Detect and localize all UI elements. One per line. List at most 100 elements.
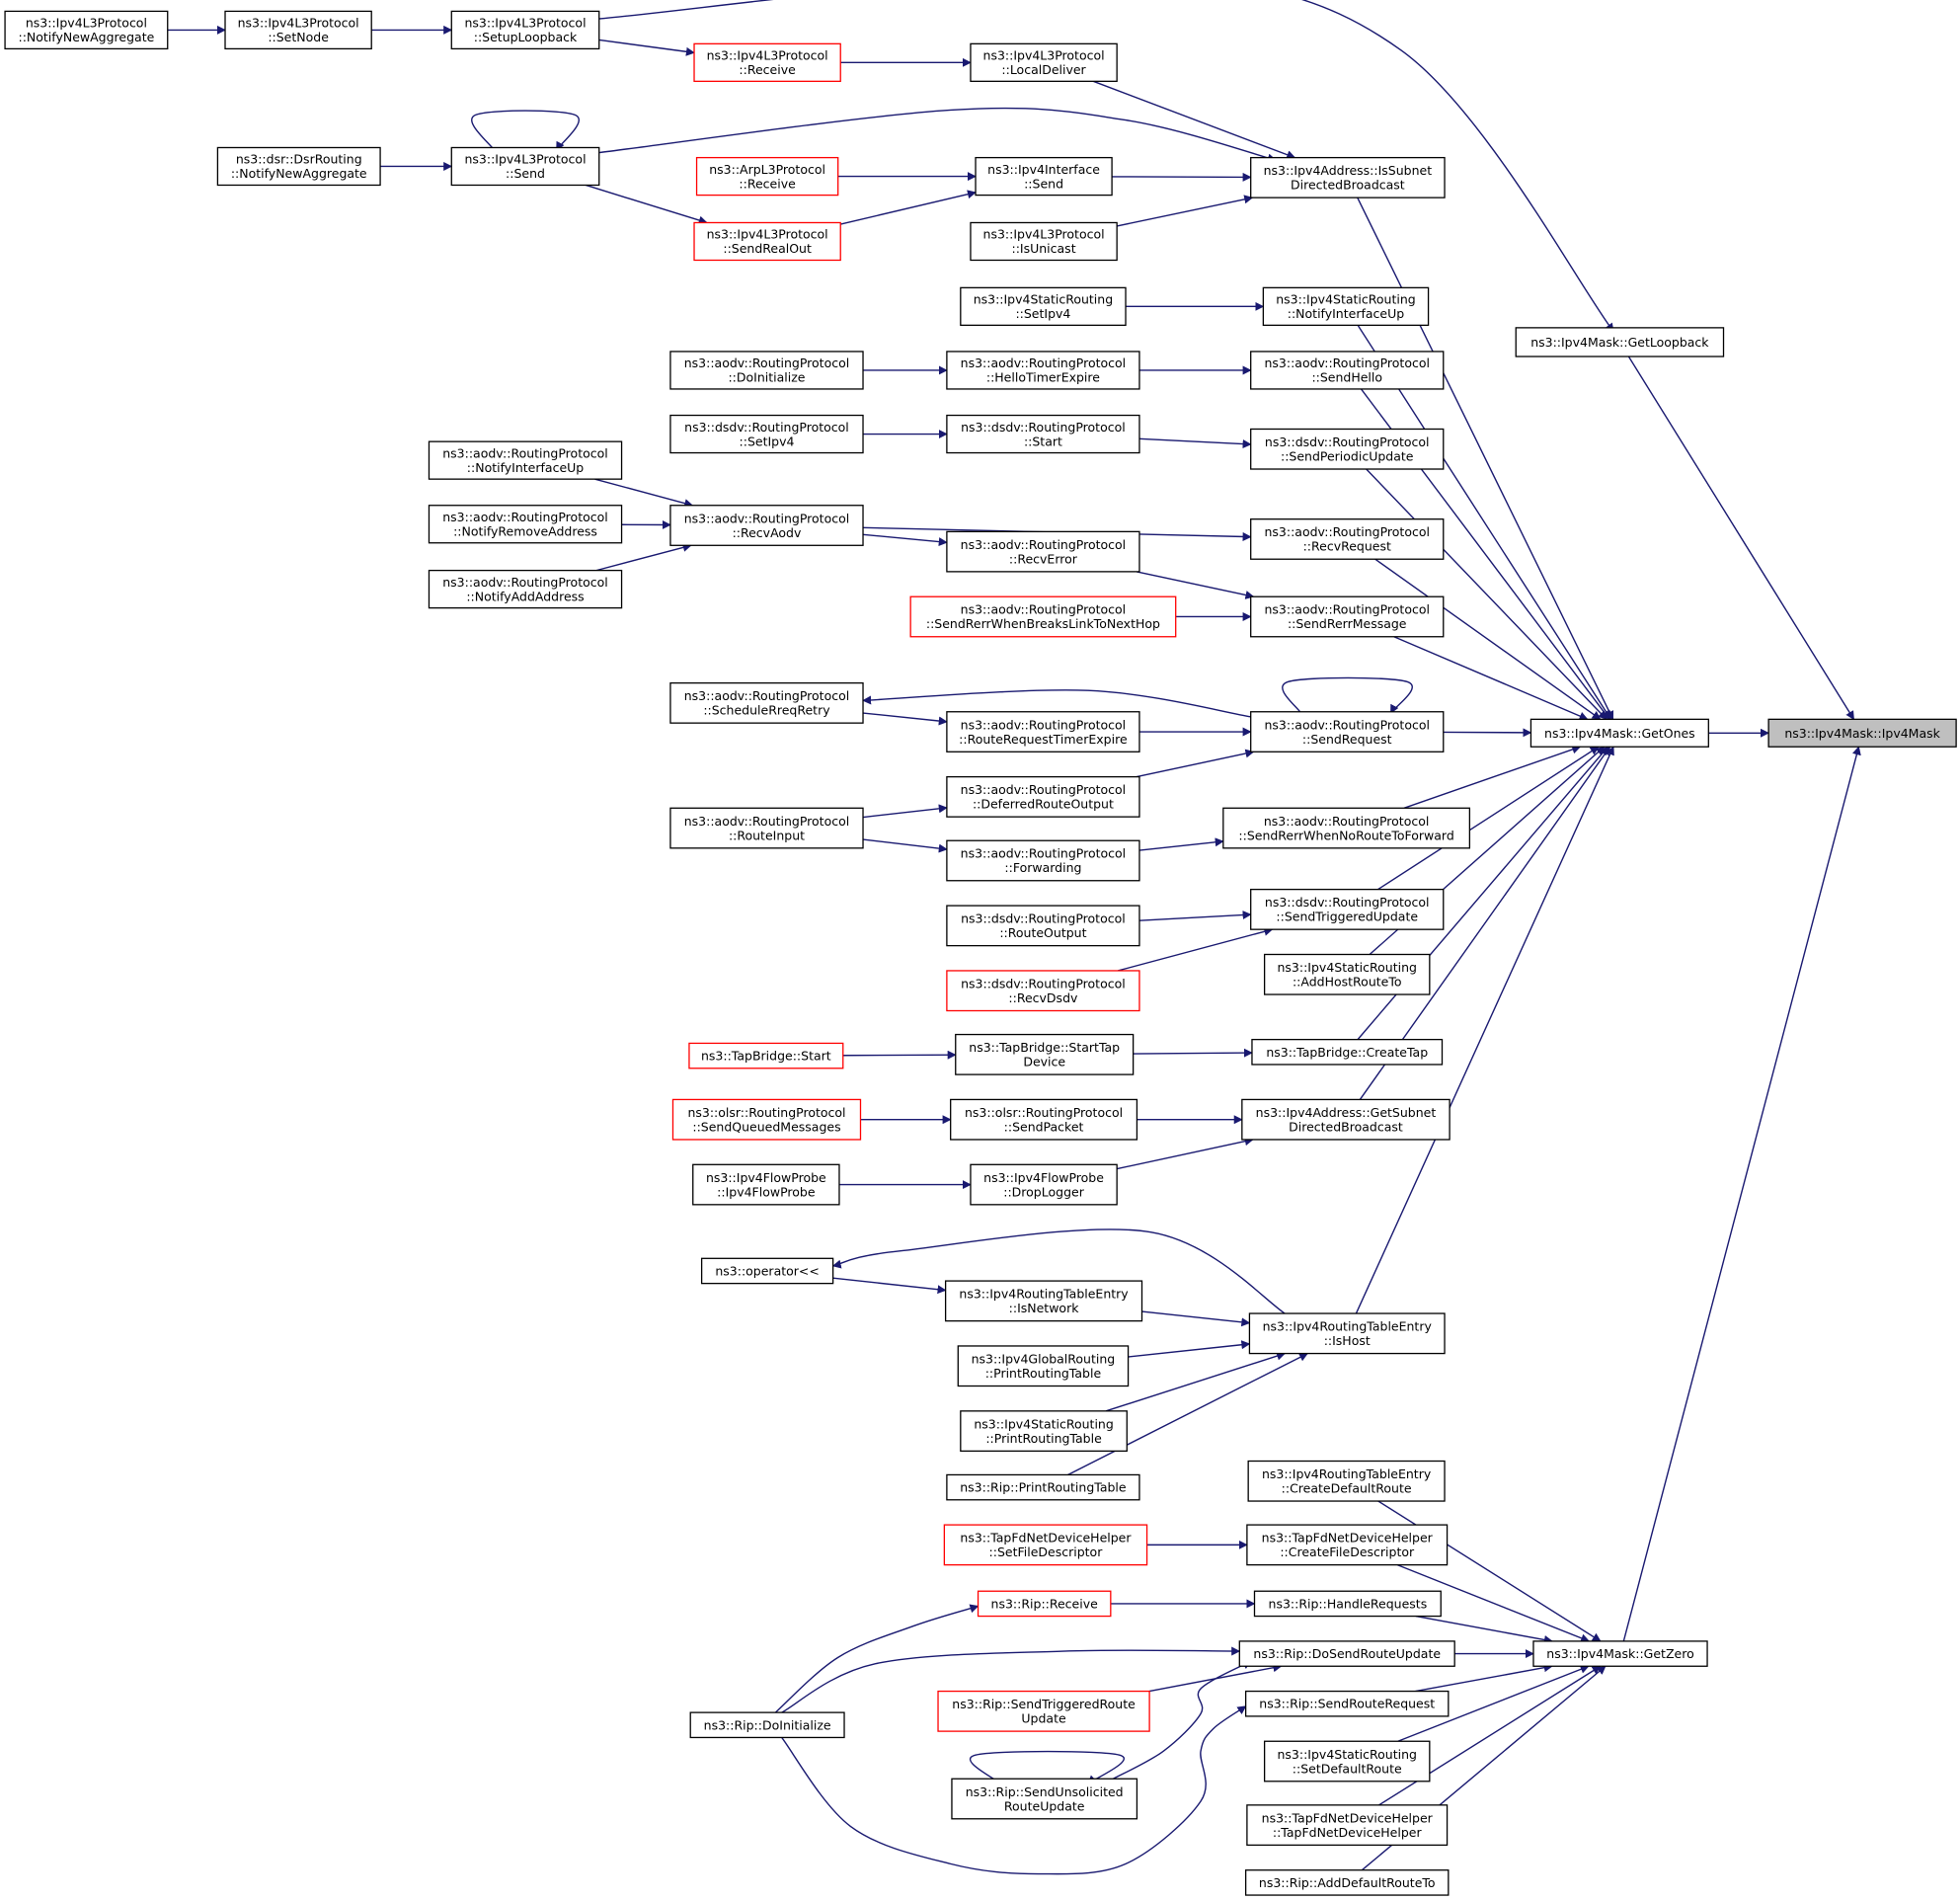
node-l3_localdeliver[interactable]: ns3::Ipv4L3Protocol::LocalDeliver	[970, 42, 1118, 82]
node-aodv_doinit[interactable]: ns3::aodv::RoutingProtocol::DoInitialize	[669, 351, 864, 390]
node-mask_ctor[interactable]: ns3::Ipv4Mask::Ipv4Mask	[1767, 718, 1957, 748]
node-rte_createdefault[interactable]: ns3::Ipv4RoutingTableEntry::CreateDefaul…	[1247, 1460, 1446, 1502]
node-flow_probe[interactable]: ns3::Ipv4FlowProbe::Ipv4FlowProbe	[692, 1163, 840, 1206]
node-addr_getsubnet[interactable]: ns3::Ipv4Address::GetSubnetDirectedBroad…	[1241, 1098, 1450, 1141]
node-l3_setuploop[interactable]: ns3::Ipv4L3Protocol::SetupLoopback	[450, 10, 600, 50]
node-aodv_hellotimer[interactable]: ns3::aodv::RoutingProtocol::HelloTimerEx…	[946, 351, 1140, 390]
node-rte_isnetwork[interactable]: ns3::Ipv4RoutingTableEntry::IsNetwork	[944, 1280, 1143, 1322]
edge-line	[1366, 468, 1607, 721]
node-label: ns3::Ipv4L3Protocol	[464, 16, 586, 31]
node-static_addhost[interactable]: ns3::Ipv4StaticRouting::AddHostRouteTo	[1263, 953, 1431, 995]
node-static_notifyifup[interactable]: ns3::Ipv4StaticRouting::NotifyInterfaceU…	[1262, 286, 1430, 326]
edge-line	[781, 1705, 1247, 1875]
node-op_stream[interactable]: ns3::operator<<	[700, 1257, 834, 1285]
node-rip_doinit[interactable]: ns3::Rip::DoInitialize	[689, 1711, 845, 1739]
node-dsdv_routeoutput[interactable]: ns3::dsdv::RoutingProtocol::RouteOutput	[946, 905, 1140, 947]
edge-line	[1627, 356, 1855, 721]
node-dsdv_setipv4[interactable]: ns3::dsdv::RoutingProtocol::SetIpv4	[669, 414, 864, 454]
edge-rip_handlereq-to-mask_getzero	[1415, 1615, 1553, 1644]
node-label: ns3::aodv::RoutingProtocol	[1264, 356, 1430, 370]
node-l3_isunicast[interactable]: ns3::Ipv4L3Protocol::IsUnicast	[970, 221, 1118, 262]
node-l3_receive[interactable]: ns3::Ipv4L3Protocol::Receive	[693, 42, 841, 82]
edge-aodv_notifyifup-to-aodv_recvaodv	[594, 478, 694, 508]
edge-line	[969, 1750, 1125, 1784]
node-dsdv_sendtriggered[interactable]: ns3::dsdv::RoutingProtocol::SendTriggere…	[1250, 888, 1445, 930]
node-box	[909, 595, 1177, 638]
node-aodv_notifyremove[interactable]: ns3::aodv::RoutingProtocol::NotifyRemove…	[428, 505, 623, 544]
node-box	[428, 569, 623, 609]
node-olsr_sendqueued[interactable]: ns3::olsr::RoutingProtocol::SendQueuedMe…	[671, 1098, 862, 1141]
node-aodv_sendrequest[interactable]: ns3::aodv::RoutingProtocol::SendRequest	[1250, 711, 1445, 752]
node-tapfd_createfd[interactable]: ns3::TapFdNetDeviceHelper::CreateFileDes…	[1246, 1524, 1449, 1566]
node-label: ::RouteOutput	[999, 925, 1086, 940]
node-rip_printrt[interactable]: ns3::Rip::PrintRoutingTable	[946, 1473, 1140, 1501]
node-aodv_recverror[interactable]: ns3::aodv::RoutingProtocol::RecvError	[946, 530, 1140, 573]
node-aodv_recvaodv[interactable]: ns3::aodv::RoutingProtocol::RecvAodv	[669, 505, 864, 546]
node-aodv_deferred[interactable]: ns3::aodv::RoutingProtocol::DeferredRout…	[946, 775, 1140, 818]
node-box	[950, 1098, 1138, 1141]
node-static_setdefault[interactable]: ns3::Ipv4StaticRouting::SetDefaultRoute	[1263, 1740, 1431, 1782]
node-mask_getones[interactable]: ns3::Ipv4Mask::GetOnes	[1529, 718, 1709, 748]
node-box	[946, 775, 1140, 818]
node-rip_sendroutereq[interactable]: ns3::Rip::SendRouteRequest	[1244, 1690, 1450, 1717]
node-dsdv_recvdsdv[interactable]: ns3::dsdv::RoutingProtocol::RecvDsdv	[946, 970, 1140, 1012]
edge-line	[1112, 172, 1252, 182]
node-dsdv_start[interactable]: ns3::dsdv::RoutingProtocol::Start	[946, 414, 1140, 454]
node-static_printrt[interactable]: ns3::Ipv4StaticRouting::PrintRoutingTabl…	[960, 1410, 1128, 1453]
node-aodv_routeinput[interactable]: ns3::aodv::RoutingProtocol::RouteInput	[669, 807, 864, 849]
node-if_send[interactable]: ns3::Ipv4Interface::Send	[975, 156, 1113, 197]
node-rip_adddefault[interactable]: ns3::Rip::AddDefaultRouteTo	[1244, 1869, 1450, 1896]
node-dsr_notifyagg[interactable]: ns3::dsr::DsrRouting::NotifyNewAggregate	[216, 146, 381, 187]
node-tapfd_ctor[interactable]: ns3::TapFdNetDeviceHelper::TapFdNetDevic…	[1246, 1804, 1449, 1847]
node-mask_getzero[interactable]: ns3::Ipv4Mask::GetZero	[1532, 1640, 1708, 1667]
node-addr_issubnet[interactable]: ns3::Ipv4Address::IsSubnetDirectedBroadc…	[1250, 156, 1446, 198]
node-tap_createtap[interactable]: ns3::TapBridge::CreateTap	[1251, 1038, 1444, 1066]
node-aodv_routereqtimer[interactable]: ns3::aodv::RoutingProtocol::RouteRequest…	[946, 711, 1140, 752]
node-rip_receive[interactable]: ns3::Rip::Receive	[977, 1590, 1112, 1618]
node-tapfd_setfd[interactable]: ns3::TapFdNetDeviceHelper::SetFileDescri…	[943, 1524, 1148, 1566]
edge-line	[862, 689, 1251, 718]
node-tap_start[interactable]: ns3::TapBridge::Start	[688, 1042, 844, 1069]
node-aodv_senderrnoroute[interactable]: ns3::aodv::RoutingProtocol::SendRerrWhen…	[1222, 807, 1471, 849]
node-label: ::RecvError	[1009, 551, 1078, 566]
node-l3_setnode[interactable]: ns3::Ipv4L3Protocol::SetNode	[224, 10, 372, 50]
node-flow_droplogger[interactable]: ns3::Ipv4FlowProbe::DropLogger	[970, 1163, 1118, 1206]
node-box	[689, 1711, 845, 1739]
edge-dsdv_routeoutput-to-dsdv_sendtriggered	[1138, 911, 1252, 921]
node-aodv_forwarding[interactable]: ns3::aodv::RoutingProtocol::Forwarding	[946, 839, 1140, 882]
node-aodv_senderrmsg[interactable]: ns3::aodv::RoutingProtocol::SendRerrMess…	[1250, 595, 1445, 638]
node-aodv_schedulerreq[interactable]: ns3::aodv::RoutingProtocol::ScheduleRreq…	[669, 681, 864, 724]
node-label: ::IsNetwork	[1009, 1301, 1080, 1315]
node-rip_dosendroute[interactable]: ns3::Rip::DoSendRouteUpdate	[1238, 1640, 1455, 1667]
node-aodv_recvrequest[interactable]: ns3::aodv::RoutingProtocol::RecvRequest	[1250, 518, 1445, 560]
node-box	[669, 807, 864, 849]
node-l3_notifyagg[interactable]: ns3::Ipv4L3Protocol::NotifyNewAggregate	[4, 10, 169, 50]
node-global_printrt[interactable]: ns3::Ipv4GlobalRouting::PrintRoutingTabl…	[957, 1345, 1130, 1387]
node-aodv_notifyadd[interactable]: ns3::aodv::RoutingProtocol::NotifyAddAdd…	[428, 569, 623, 609]
edge-static_notifyifup-to-mask_getones	[1357, 324, 1612, 721]
node-static_setipv4[interactable]: ns3::Ipv4StaticRouting::SetIpv4	[960, 286, 1127, 326]
node-box	[946, 351, 1140, 390]
edge-aodv_routeinput-to-aodv_forwarding	[862, 838, 948, 853]
node-l3_send[interactable]: ns3::Ipv4L3Protocol::Send	[450, 146, 600, 187]
node-label: ::SendRerrWhenBreaksLinkToNextHop	[926, 616, 1160, 631]
node-rip_handlereq[interactable]: ns3::Rip::HandleRequests	[1253, 1590, 1442, 1618]
node-mask_getloopback[interactable]: ns3::Ipv4Mask::GetLoopback	[1515, 327, 1725, 357]
node-box	[1263, 953, 1431, 995]
node-olsr_sendpacket[interactable]: ns3::olsr::RoutingProtocol::SendPacket	[950, 1098, 1138, 1141]
node-l3_sendrealout[interactable]: ns3::Ipv4L3Protocol::SendRealOut	[693, 221, 841, 262]
node-aodv_senderrwhenbreaks[interactable]: ns3::aodv::RoutingProtocol::SendRerrWhen…	[909, 595, 1177, 638]
node-box	[1241, 1098, 1450, 1141]
edge-flow_droplogger-to-addr_getsubnet	[1117, 1137, 1254, 1170]
node-arp_receive[interactable]: ns3::ArpL3Protocol::Receive	[695, 156, 839, 197]
node-aodv_sendhello[interactable]: ns3::aodv::RoutingProtocol::SendHello	[1250, 351, 1445, 390]
node-aodv_notifyifup[interactable]: ns3::aodv::RoutingProtocol::NotifyInterf…	[428, 440, 623, 480]
node-dsdv_sendperiodic[interactable]: ns3::dsdv::RoutingProtocol::SendPeriodic…	[1250, 428, 1445, 470]
node-label: ::CreateFileDescriptor	[1280, 1545, 1415, 1559]
node-label: ns3::Rip::Receive	[991, 1596, 1099, 1611]
node-rte_ishost[interactable]: ns3::Ipv4RoutingTableEntry::IsHost	[1248, 1312, 1446, 1355]
edge-layer	[167, 0, 1861, 1875]
